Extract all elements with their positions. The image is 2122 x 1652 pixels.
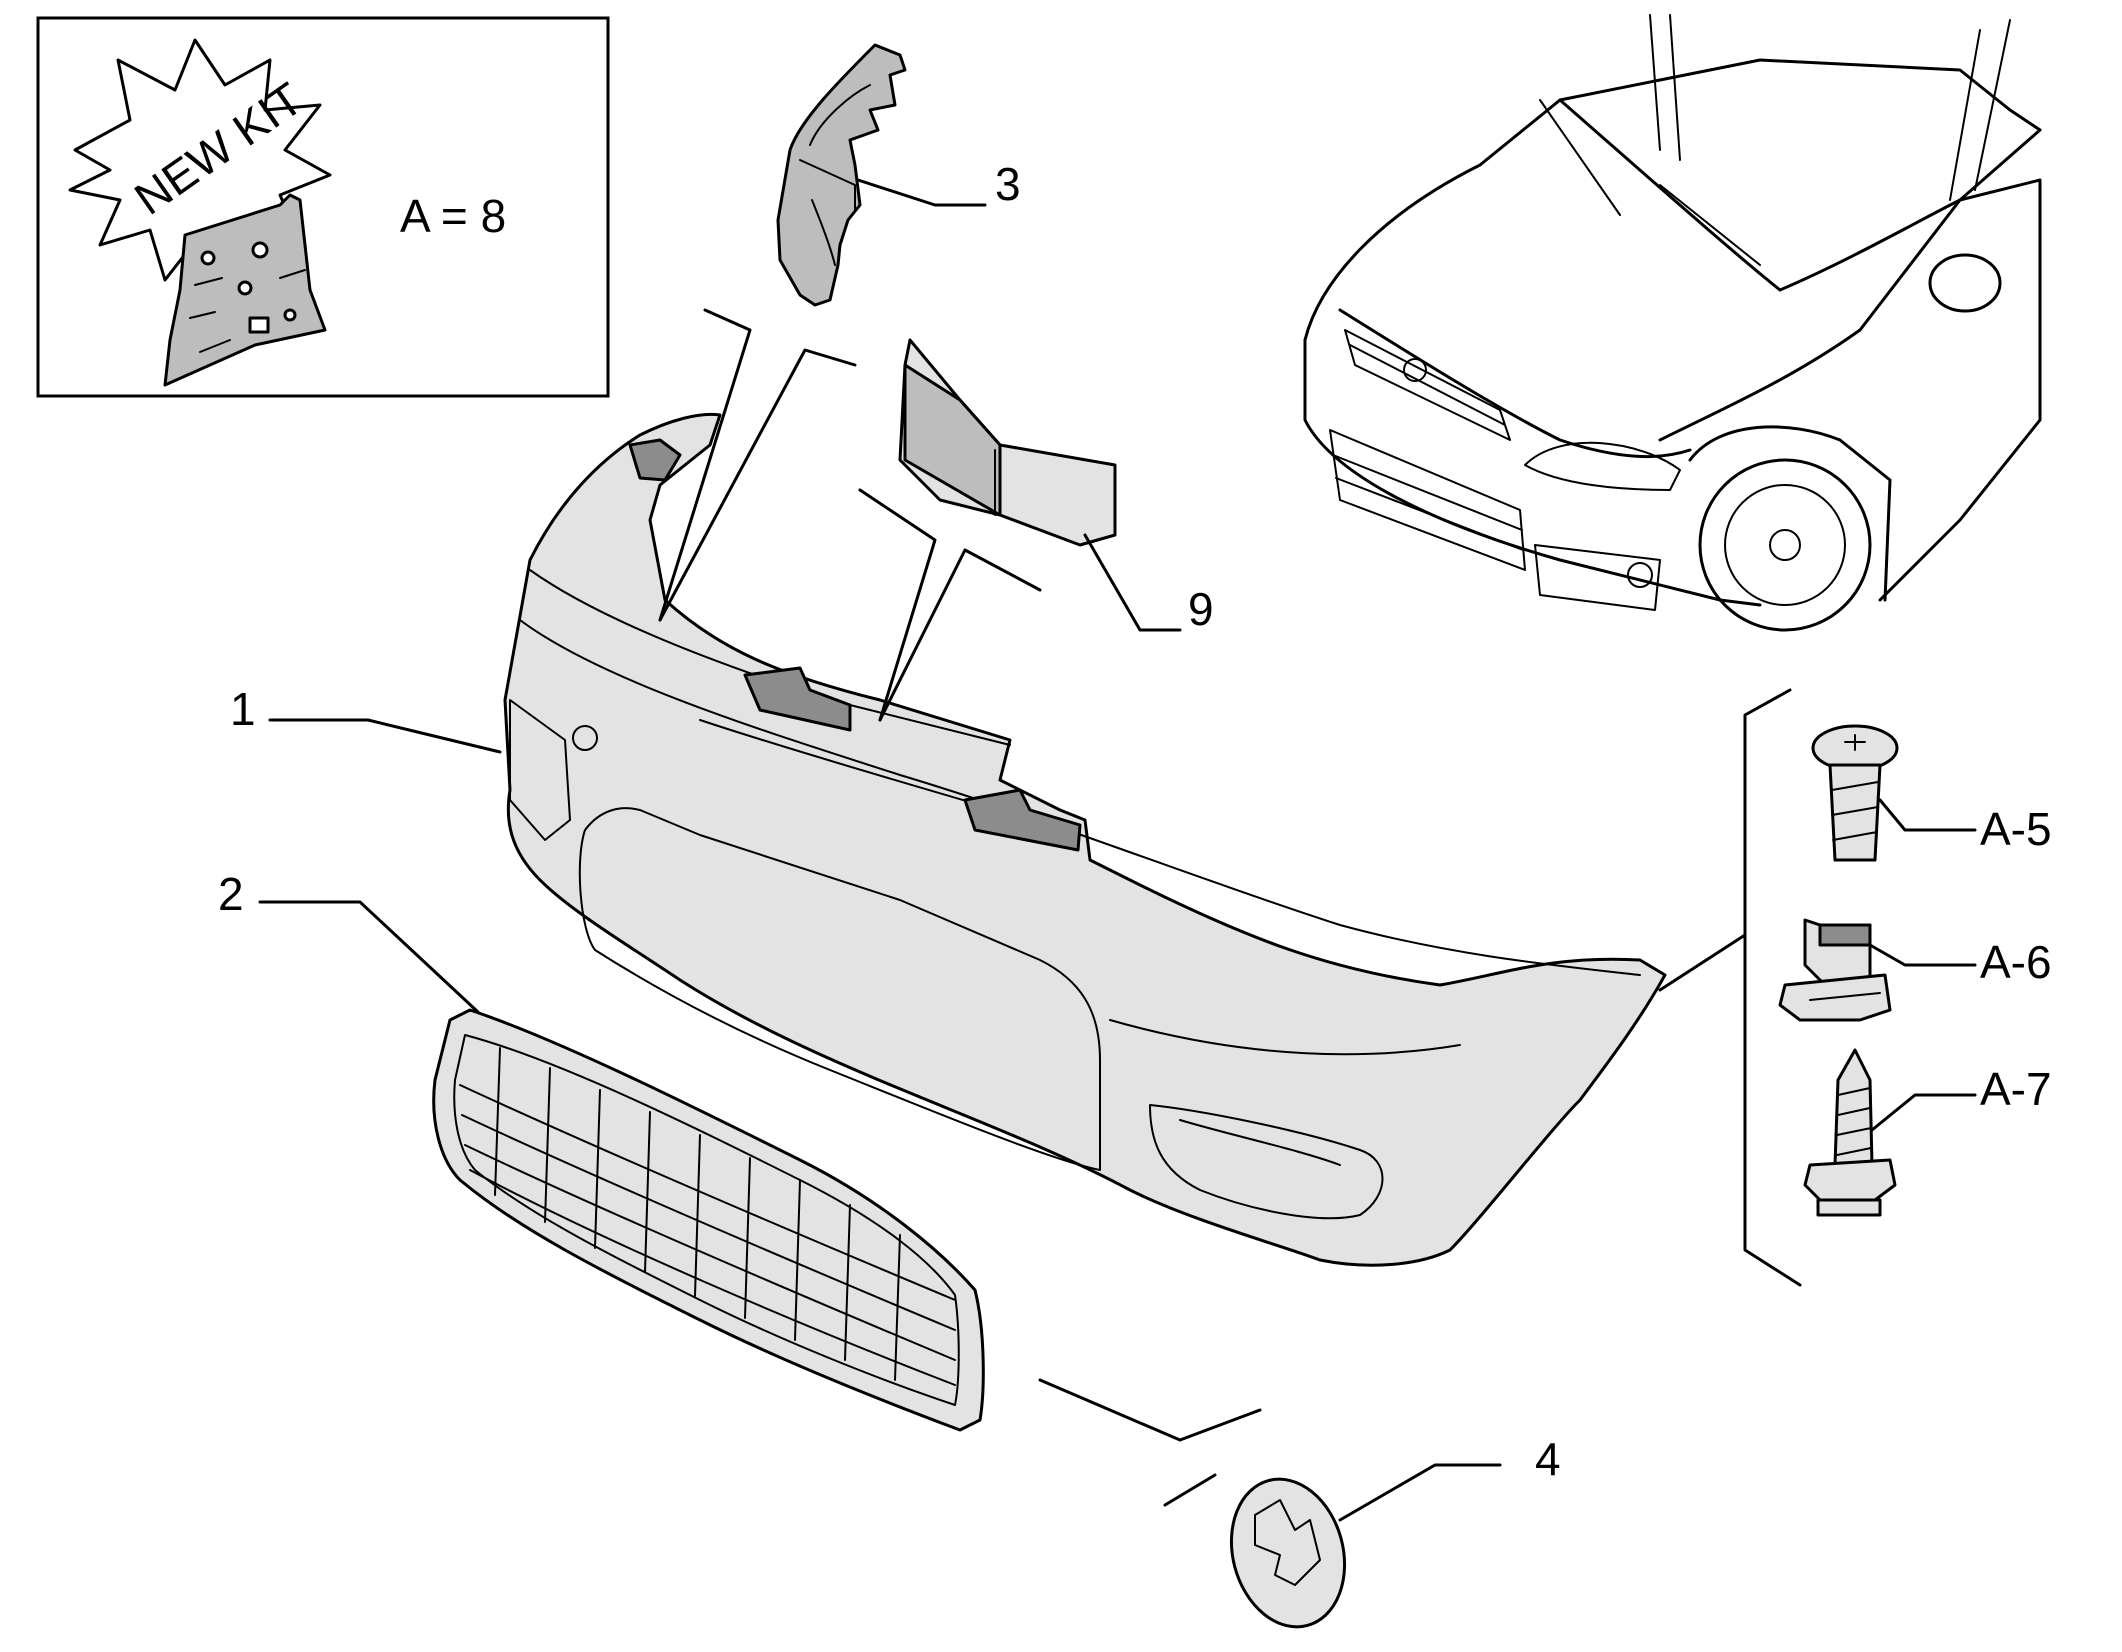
car-illustration: [1303, 14, 2042, 632]
part-1-bumper-cover: [268, 412, 1667, 1267]
kit-inset: NEW KIT A = 8: [36, 16, 610, 398]
part-4-emblem: [1229, 1463, 1502, 1629]
callout-9: 9: [1188, 583, 1214, 635]
callout-3: 3: [995, 158, 1021, 210]
callout-4: 4: [1535, 1433, 1561, 1485]
fastener-group: [1658, 688, 1977, 1287]
clip-nut-a6-icon: [1778, 918, 1977, 1022]
screw-a7-icon: [1803, 1048, 1977, 1217]
part-2-lower-grille: [258, 900, 985, 1432]
callout-labels: 1 2 3 9 4 A-5 A-6 A-7: [218, 158, 2052, 1485]
kit-formula: A = 8: [400, 190, 506, 242]
callout-a7: A-7: [1980, 1063, 2052, 1115]
part-3-side-bracket: [776, 43, 987, 307]
callout-2: 2: [218, 868, 244, 920]
callout-a6: A-6: [1980, 936, 2052, 988]
part-9-bracket-block: [898, 338, 1182, 632]
callout-a5: A-5: [1980, 803, 2052, 855]
callout-1: 1: [230, 683, 256, 735]
guide-lines: [658, 308, 1262, 1507]
screw-a5-icon: [1811, 724, 1977, 862]
